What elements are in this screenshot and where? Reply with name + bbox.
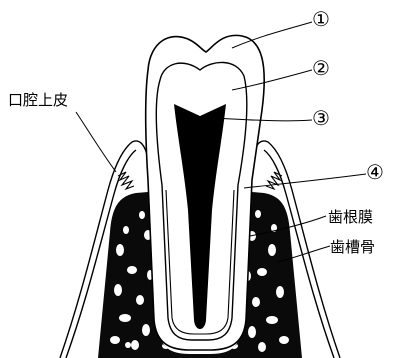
label-3: ③ (312, 108, 330, 128)
label-1: ① (312, 9, 330, 29)
label-4: ④ (366, 162, 384, 182)
label-periodontal-ligament: 歯根膜 (328, 206, 373, 227)
label-alveolar-bone: 歯槽骨 (330, 236, 375, 257)
label-oral-epithelium: 口腔上皮 (8, 89, 68, 110)
tooth (146, 35, 265, 350)
label-2: ② (312, 58, 330, 78)
